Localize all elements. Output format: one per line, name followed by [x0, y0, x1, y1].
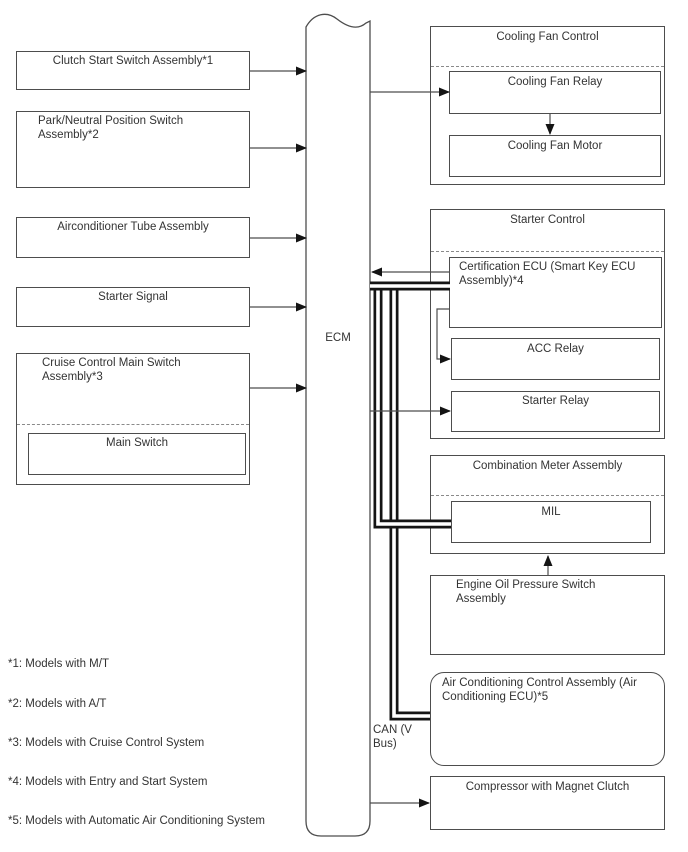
box-compressor: [430, 776, 665, 830]
divider-combination-meter: [431, 495, 664, 496]
label-certification-ecu: Certification ECU (Smart Key ECU Assembl…: [459, 261, 636, 287]
box-engine-oil-pressure-switch: [430, 575, 665, 655]
label-clutch-start-switch: Clutch Start Switch Assembly*1: [52, 55, 214, 67]
box-mil: [451, 501, 651, 543]
box-cooling-fan-motor: [449, 135, 661, 177]
label-cooling-fan-motor: Cooling Fan Motor: [507, 140, 603, 152]
label-cruise-control: Cruise Control Main Switch Assembly*3: [42, 357, 181, 383]
box-starter-signal: [16, 287, 250, 327]
box-airconditioner-tube: [16, 217, 250, 258]
label-airconditioner-tube: Airconditioner Tube Assembly: [57, 221, 209, 233]
box-starter-relay: [451, 391, 660, 432]
label-main-switch: Main Switch: [106, 437, 168, 449]
box-clutch-start-switch: [16, 51, 250, 90]
label-cooling-fan-relay: Cooling Fan Relay: [507, 76, 603, 88]
label-mil: MIL: [541, 506, 561, 518]
divider-cruise-control: [17, 424, 249, 425]
label-compressor: Compressor with Magnet Clutch: [465, 781, 630, 793]
footnote-3: *3: Models with Cruise Control System: [8, 737, 205, 749]
label-starter-relay: Starter Relay: [521, 395, 590, 407]
footnote-2: *2: Models with A/T: [8, 698, 107, 710]
divider-starter-control: [431, 251, 664, 252]
box-ac-control-assembly: [430, 672, 665, 766]
group-cooling-fan-control: [430, 26, 665, 185]
label-ecm: ECM: [325, 332, 351, 344]
label-starter-signal: Starter Signal: [98, 291, 168, 303]
box-park-neutral-switch: [16, 111, 250, 188]
label-can-bus: CAN (V Bus): [373, 724, 412, 750]
box-cruise-control: [16, 353, 250, 485]
divider-cooling-fan: [431, 66, 664, 67]
box-main-switch: [28, 433, 246, 475]
box-acc-relay: [451, 338, 660, 380]
label-ac-control-assembly: Air Conditioning Control Assembly (Air C…: [442, 677, 637, 703]
label-acc-relay: ACC Relay: [527, 343, 584, 355]
footnote-1: *1: Models with M/T: [8, 658, 109, 670]
label-starter-control-title: Starter Control: [510, 214, 585, 226]
label-combination-meter-title: Combination Meter Assembly: [472, 460, 623, 472]
footnote-4: *4: Models with Entry and Start System: [8, 776, 208, 788]
label-cooling-fan-title: Cooling Fan Control: [496, 31, 599, 43]
label-engine-oil-pressure-switch: Engine Oil Pressure Switch Assembly: [456, 579, 596, 605]
footnote-5: *5: Models with Automatic Air Conditioni…: [8, 815, 265, 827]
label-park-neutral-switch: Park/Neutral Position Switch Assembly*2: [38, 115, 184, 141]
